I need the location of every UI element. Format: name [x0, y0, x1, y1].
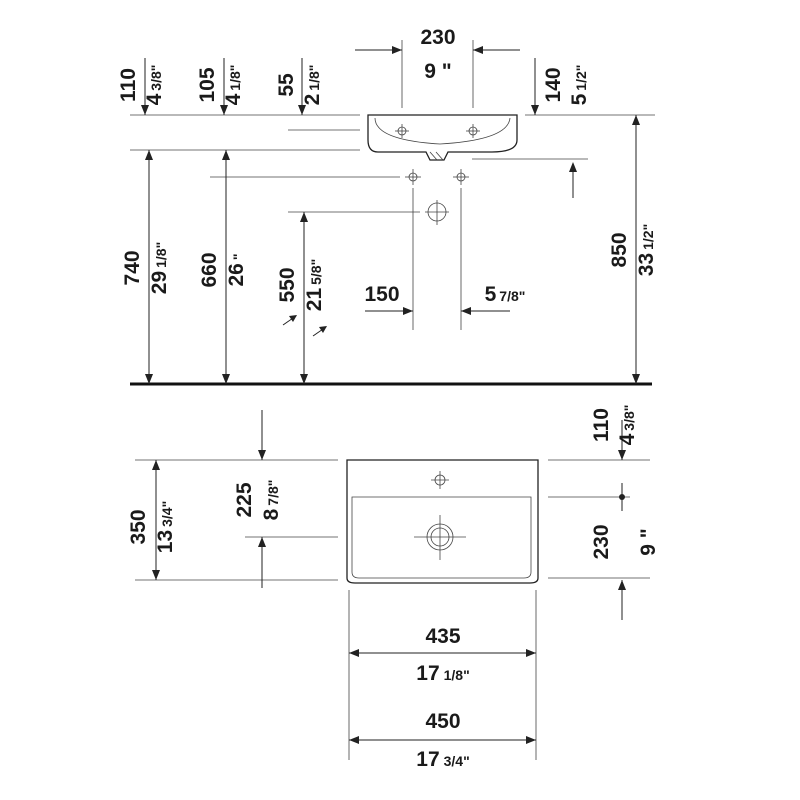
- dim-230-arrow-left: [392, 46, 402, 54]
- dim-350-arrow-top: [152, 460, 160, 470]
- dim-550-pointer-2-head: [319, 326, 327, 333]
- dim-230-mm: 230: [420, 26, 455, 49]
- dim-550-pointer-1-head: [289, 315, 297, 322]
- dim-850-arrow-top: [632, 115, 640, 125]
- dim-110-arrow: [141, 105, 149, 115]
- dim-105-arrow: [220, 105, 228, 115]
- dim-225-mm: 225: [233, 482, 256, 517]
- tap-hole: [431, 471, 449, 489]
- overflow-mark-2: [435, 151, 444, 161]
- dim-450-mm: 450: [425, 710, 460, 733]
- dim-plan-110-mm: 110: [590, 408, 613, 442]
- dim-230-arrow-right: [473, 46, 483, 54]
- dim-740-arrow-bottom: [145, 374, 153, 384]
- dim-550-in: 215/8": [303, 259, 326, 311]
- dim-450-arrow-left: [349, 736, 359, 744]
- dim-105-mm: 105: [196, 67, 219, 102]
- dim-350-mm: 350: [127, 509, 150, 544]
- faucet-hole-marker-right: [466, 124, 480, 138]
- dim-850-in: 331/2": [635, 224, 658, 276]
- dim-150-arrow-right: [461, 307, 471, 315]
- dim-110-mm: 110: [117, 68, 140, 102]
- dim-225-arrow-bottom: [258, 537, 266, 547]
- dim-550-mm: 550: [276, 267, 299, 302]
- dim-660-arrow-top: [222, 150, 230, 160]
- dim-140-in: 51/2": [568, 65, 591, 106]
- faucet-hole-marker-left: [395, 124, 409, 138]
- basin-plan-bowl: [351, 496, 532, 579]
- dim-660-in: 26": [225, 254, 248, 287]
- basin-side-profile: [367, 114, 518, 161]
- dim-105-in: 41/8": [222, 65, 245, 106]
- dim-225-arrow-top: [258, 450, 266, 460]
- bolt-marker-right: [453, 169, 469, 185]
- dim-140-lower-arrow: [569, 162, 577, 172]
- dim-660-arrow-bottom: [222, 374, 230, 384]
- dim-225-in: 87/8": [260, 480, 283, 521]
- dim-850-arrow-bottom: [632, 374, 640, 384]
- basin-plan-outline: [346, 459, 539, 584]
- dim-550-arrow-bottom: [300, 374, 308, 384]
- dim-55-in: 21/8": [301, 65, 324, 106]
- dim-plan-110-arrow: [618, 450, 626, 460]
- dim-450-arrow-right: [526, 736, 536, 744]
- drain-plan: [414, 515, 466, 560]
- dim-740-arrow-top: [145, 150, 153, 160]
- dim-55-mm: 55: [275, 73, 298, 97]
- dim-plan-230-mm: 230: [590, 524, 613, 559]
- top-view: 350 133/4" 225 87/8" 110 43/8" 230 9 " 4…: [127, 405, 660, 771]
- dim-350-arrow-bottom: [152, 570, 160, 580]
- dim-150-arrow-left: [403, 307, 413, 315]
- side-view: 230 9 " 110 43/8" 105 41/8" 55 21/8" 140…: [117, 26, 658, 386]
- dim-740-mm: 740: [121, 250, 144, 285]
- dim-plan-230-arrow: [618, 580, 626, 590]
- dim-plan-110-in: 43/8": [616, 405, 639, 446]
- dim-660-mm: 660: [198, 252, 221, 287]
- dim-740-in: 291/8": [148, 242, 171, 294]
- dim-55-arrow: [298, 105, 306, 115]
- overflow-mark: [429, 151, 438, 161]
- dim-140-mm: 140: [542, 67, 565, 102]
- dim-435-arrow-right: [526, 649, 536, 657]
- dim-350-in: 133/4": [154, 501, 177, 553]
- dim-plan-230-in: 9 ": [637, 528, 660, 555]
- drain-marker: [425, 200, 449, 225]
- dim-110-in: 43/8": [143, 65, 166, 106]
- basin-inner-curve: [374, 117, 511, 145]
- dim-435-mm: 435: [425, 625, 460, 648]
- dim-850-mm: 850: [608, 232, 631, 267]
- dim-150-mm: 150: [364, 283, 399, 306]
- dim-140-arrow: [531, 105, 539, 115]
- dim-550-arrow-top: [300, 212, 308, 222]
- bolt-marker-left: [405, 169, 421, 185]
- dim-230-in: 9 ": [424, 60, 451, 83]
- dim-435-arrow-left: [349, 649, 359, 657]
